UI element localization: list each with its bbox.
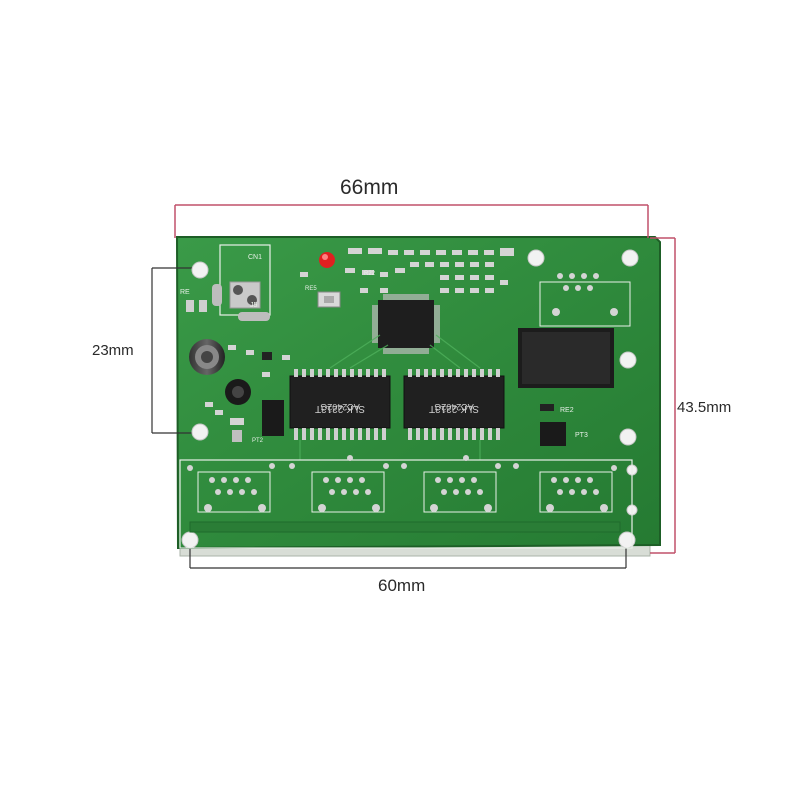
bottom-slot — [189, 521, 621, 533]
resistor-re2 — [540, 404, 554, 411]
port-4 — [539, 471, 613, 513]
right-height-dimension-label: 43.5mm — [677, 399, 732, 416]
transformer-1-code: AC2402G — [320, 402, 360, 412]
port-3 — [423, 471, 497, 513]
transformer-1: SLK 2213T AC2402G — [289, 369, 391, 440]
transformer-1-brand: SLK 2213T — [315, 403, 365, 414]
label-r22: R22 — [364, 271, 376, 277]
red-led — [319, 252, 335, 268]
inductor — [225, 379, 251, 405]
mounting-holes — [181, 249, 639, 549]
width-dimension-label: 66mm — [340, 176, 399, 199]
transformer-2-code: AC2402G — [434, 402, 474, 412]
right-height-dimension-line — [650, 237, 676, 554]
port-pads-top-right — [552, 273, 618, 316]
label-re: RE — [180, 289, 190, 296]
smd-components-left — [205, 345, 290, 442]
bottom-port-pads — [187, 455, 617, 512]
port-1 — [197, 471, 271, 513]
bottom-port-outline — [179, 459, 633, 549]
label-pt2: PT2 — [252, 438, 264, 444]
diode-left — [262, 400, 284, 436]
left-height-dimension-label: 23mm — [92, 342, 134, 359]
port-outline-top-right — [539, 281, 631, 327]
rj45-top-right — [518, 328, 614, 388]
label-pt3: PT3 — [575, 432, 588, 439]
switch-ic — [372, 294, 440, 354]
left-height-bracket — [151, 267, 198, 434]
port-2 — [311, 471, 385, 513]
width-dimension-line — [174, 204, 649, 238]
power-jack-pads: J5 — [212, 281, 270, 321]
label-re2: RE2 — [560, 407, 574, 414]
bottom-width-dimension-label: 60mm — [378, 576, 426, 595]
bottom-ports — [197, 471, 613, 513]
traces — [299, 334, 481, 460]
electrolytic-capacitor — [189, 339, 225, 375]
svg-text:CN1: CN1 — [248, 254, 262, 261]
transistor-pt3 — [540, 422, 566, 446]
smd-components-top — [300, 248, 514, 293]
label-re5: RE5 — [305, 286, 317, 292]
transformer-2-brand: SLK 2213T — [429, 403, 479, 414]
svg-text:J5: J5 — [250, 302, 258, 309]
transformer-2: SLK 2213T AC2402G — [403, 369, 505, 440]
